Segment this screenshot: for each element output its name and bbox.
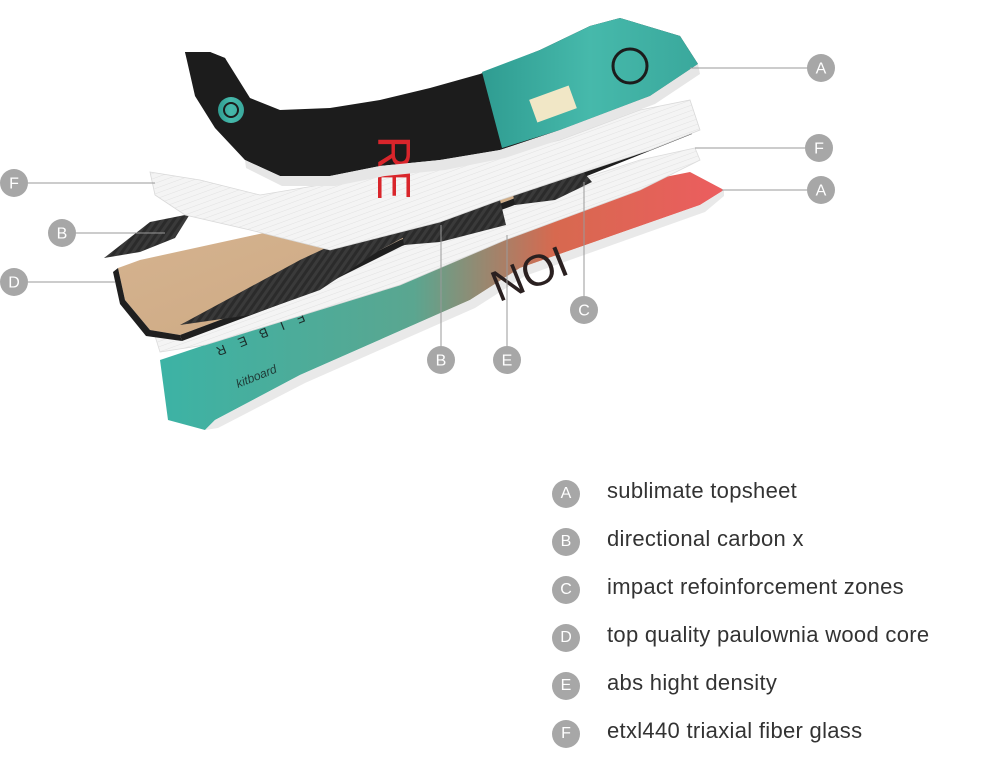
legend-badge: F — [552, 720, 580, 748]
callout-a-top: A — [807, 54, 835, 82]
svg-text:B: B — [436, 353, 447, 370]
svg-text:F: F — [9, 176, 19, 193]
callout-b-bottom: B — [427, 346, 455, 374]
legend-item-b: B directional carbon x — [552, 522, 992, 570]
leader-lines — [28, 67, 808, 346]
legend-item-d: D top quality paulownia wood core — [552, 618, 992, 666]
svg-text:A: A — [816, 61, 827, 78]
svg-text:E: E — [502, 353, 513, 370]
callout-c: C — [570, 296, 598, 324]
legend: A sublimate topsheet B directional carbo… — [552, 474, 992, 762]
legend-label: impact refoinforcement zones — [607, 574, 904, 599]
callout-d-left: D — [0, 268, 28, 296]
legend-item-f: F etxl440 triaxial fiber glass — [552, 714, 992, 762]
legend-badge: A — [552, 480, 580, 508]
legend-item-a: A sublimate topsheet — [552, 474, 992, 522]
callout-f-top: F — [805, 134, 833, 162]
callout-f-left: F — [0, 169, 28, 197]
callout-b-left: B — [48, 219, 76, 247]
legend-label: etxl440 triaxial fiber glass — [607, 718, 863, 743]
legend-badge: C — [552, 576, 580, 604]
svg-text:F: F — [814, 141, 824, 158]
legend-item-c: C impact refoinforcement zones — [552, 570, 992, 618]
legend-label: top quality paulownia wood core — [607, 622, 930, 647]
callout-a-bottom: A — [807, 176, 835, 204]
legend-badge: E — [552, 672, 580, 700]
legend-label: sublimate topsheet — [607, 478, 798, 503]
top-topsheet-layer: RE — [185, 18, 700, 200]
legend-item-e: E abs hight density — [552, 666, 992, 714]
legend-badge: B — [552, 528, 580, 556]
callout-e: E — [493, 346, 521, 374]
svg-text:C: C — [578, 303, 590, 320]
svg-text:B: B — [57, 226, 68, 243]
legend-label: abs hight density — [607, 670, 778, 695]
svg-text:A: A — [816, 183, 827, 200]
legend-badge: D — [552, 624, 580, 652]
svg-text:D: D — [8, 275, 20, 292]
legend-label: directional carbon x — [607, 526, 804, 551]
